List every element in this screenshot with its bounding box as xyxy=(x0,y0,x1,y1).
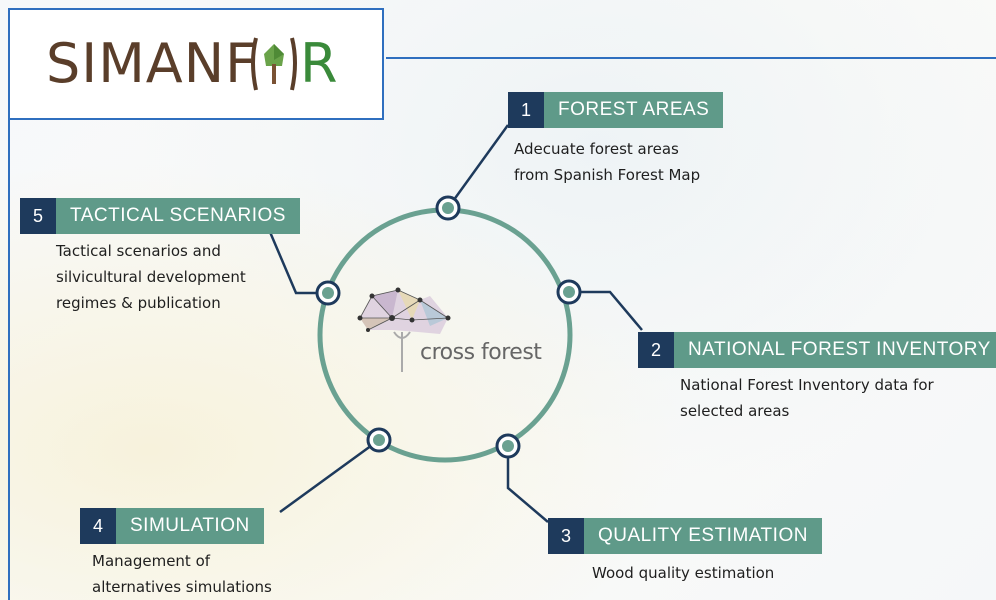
node-5 xyxy=(315,280,341,306)
step-2-header: 2 NATIONAL FOREST INVENTORY xyxy=(638,332,996,368)
frame-border-top xyxy=(386,57,996,59)
cycle-ring xyxy=(317,207,573,463)
step-5-title: TACTICAL SCENARIOS xyxy=(56,198,300,234)
frame-border-left xyxy=(8,120,10,600)
step-4-header: 4 SIMULATION xyxy=(80,508,264,544)
network-cloud-icon xyxy=(357,287,451,372)
connector-2 xyxy=(569,290,643,331)
step-4-title: SIMULATION xyxy=(116,508,264,544)
step-2-number: 2 xyxy=(638,332,674,368)
step-2-description: National Forest Inventory data for selec… xyxy=(680,376,934,420)
center-label: cross forest xyxy=(420,340,542,365)
step-1-title: FOREST AREAS xyxy=(544,92,724,128)
step-5-number: 5 xyxy=(20,198,56,234)
step-5-description: Tactical scenarios and silvicultural dev… xyxy=(56,242,246,312)
step-3-number: 3 xyxy=(548,518,584,554)
node-1 xyxy=(435,195,461,221)
connector-1 xyxy=(446,124,510,209)
step-3-header: 3 QUALITY ESTIMATION xyxy=(548,518,822,554)
logo-r: R xyxy=(300,32,338,95)
node-4 xyxy=(366,427,392,453)
step-3-title: QUALITY ESTIMATION xyxy=(584,518,822,554)
logo-box: SIMANF R xyxy=(8,8,384,120)
step-4-number: 4 xyxy=(80,508,116,544)
logo-text: SIMANF xyxy=(46,32,258,95)
step-5-header: 5 TACTICAL SCENARIOS xyxy=(20,198,300,234)
tree-icon xyxy=(251,37,297,91)
step-3-description: Wood quality estimation xyxy=(592,564,775,582)
step-4-description: Management of alternatives simulations xyxy=(92,552,272,596)
connector-5 xyxy=(268,231,328,295)
step-1-header: 1 FOREST AREAS xyxy=(508,92,724,128)
step-1-description: Adecuate forest areas from Spanish Fores… xyxy=(514,140,701,184)
step-1-number: 1 xyxy=(508,92,544,128)
connector-4 xyxy=(279,438,380,514)
step-2-title: NATIONAL FOREST INVENTORY xyxy=(674,332,996,368)
node-3 xyxy=(495,433,521,459)
connector-3 xyxy=(506,446,549,523)
node-2 xyxy=(556,279,582,305)
